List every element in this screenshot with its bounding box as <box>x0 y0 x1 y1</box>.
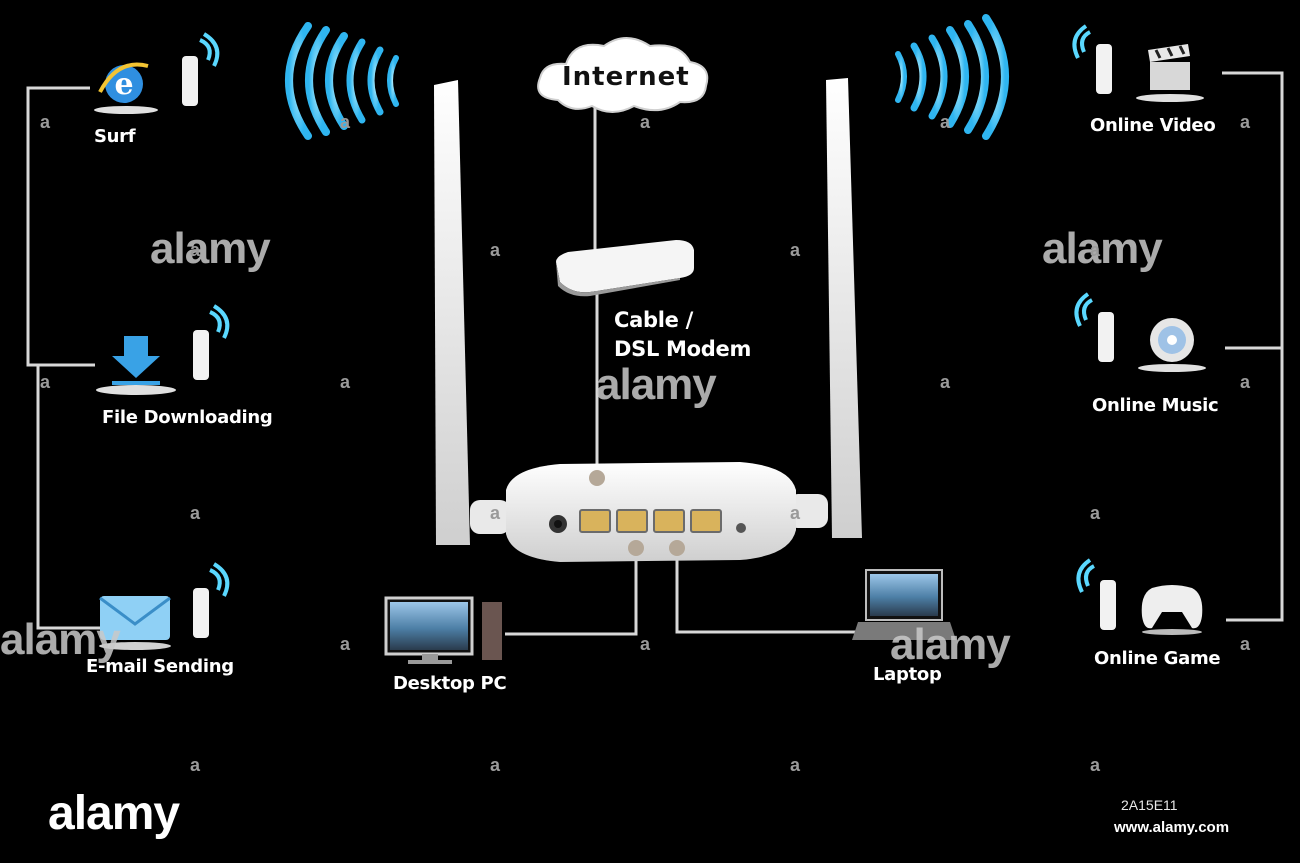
watermark-brand: alamy <box>596 360 717 409</box>
monitor-icon <box>384 596 502 664</box>
watermark-mark: a <box>490 503 501 523</box>
router-icon <box>470 462 828 562</box>
watermark-mark: a <box>940 372 951 392</box>
router-to-laptop-line <box>675 555 862 634</box>
usb-wifi-adapter-icon <box>1074 292 1114 362</box>
watermark-mark: a <box>340 372 351 392</box>
watermark-mark: a <box>490 240 501 260</box>
connection-lines <box>26 71 1284 636</box>
film-clapper-icon <box>1136 44 1204 102</box>
ethernet-ports <box>579 509 722 533</box>
envelope-icon <box>99 596 171 650</box>
watermark-mark: a <box>640 634 651 654</box>
left-bracket-line <box>26 86 110 630</box>
watermark-brand: alamy <box>150 224 271 273</box>
watermark-mark: a <box>1090 503 1101 523</box>
router-to-desktop-line <box>505 555 638 636</box>
client-label-online-music: Online Music <box>1092 395 1219 416</box>
watermark-mark: a <box>790 503 801 523</box>
modem-label-line1: Cable / <box>614 308 693 332</box>
watermark-mark: a <box>340 112 351 132</box>
right-antenna <box>826 78 862 538</box>
music-disc-icon <box>1138 318 1206 372</box>
left-antenna <box>434 80 470 545</box>
usb-wifi-adapter-icon <box>182 32 220 106</box>
watermark-mark: a <box>190 240 201 260</box>
watermark-mark: a <box>190 755 201 775</box>
usb-wifi-adapter-icon <box>193 304 230 380</box>
watermark-mark: a <box>790 755 801 775</box>
watermark-mark: a <box>1090 240 1101 260</box>
usb-wifi-adapter-icon <box>1072 24 1112 94</box>
watermark-mark: a <box>790 240 801 260</box>
watermark-brand: alamy <box>890 620 1011 669</box>
usb-wifi-adapter-icon <box>1076 558 1116 630</box>
download-arrow-icon <box>96 336 176 395</box>
client-label-online-video: Online Video <box>1090 115 1216 136</box>
watermark-logo: alamy <box>48 787 180 840</box>
watermark-mark: a <box>1240 634 1251 654</box>
left-wifi-waves-icon <box>285 22 399 140</box>
watermark-mark: a <box>340 634 351 654</box>
power-port-inner <box>554 520 562 528</box>
watermark-mark: a <box>940 112 951 132</box>
internet-label: Internet <box>562 62 690 92</box>
watermark-brand: alamy <box>1042 224 1163 273</box>
client-label-surf: Surf <box>94 126 136 147</box>
right-wifi-waves-icon <box>895 14 1009 140</box>
watermark-mark: a <box>1240 112 1251 132</box>
gamepad-icon <box>1141 585 1203 635</box>
client-label-laptop: Laptop <box>873 664 942 685</box>
modem-icon <box>556 240 694 297</box>
cloud-icon <box>537 37 709 113</box>
svg-text:e: e <box>114 67 133 102</box>
watermark-brand: alamy <box>0 615 121 664</box>
watermark-mark: a <box>1240 372 1251 392</box>
watermark-mark: a <box>490 755 501 775</box>
client-label-desktop-pc: Desktop PC <box>393 673 507 694</box>
watermark-mark: a <box>1090 755 1101 775</box>
stock-url: www.alamy.com <box>1114 819 1230 836</box>
modem-label-line2: DSL Modem <box>614 337 752 361</box>
ie-browser-icon: e <box>94 62 158 114</box>
client-label-email-sending: E-mail Sending <box>86 656 234 677</box>
watermark-mark: a <box>640 112 651 132</box>
watermark-mark: a <box>190 503 201 523</box>
watermark-mark: a <box>40 372 51 392</box>
laptop-icon <box>852 569 956 640</box>
reset-button <box>736 523 746 533</box>
usb-wifi-adapter-icon <box>193 562 230 638</box>
client-label-online-game: Online Game <box>1094 648 1221 669</box>
client-label-file-downloading: File Downloading <box>102 407 273 428</box>
watermark-mark: a <box>40 112 51 132</box>
stock-image-id: 2A15E11 <box>1121 797 1178 813</box>
